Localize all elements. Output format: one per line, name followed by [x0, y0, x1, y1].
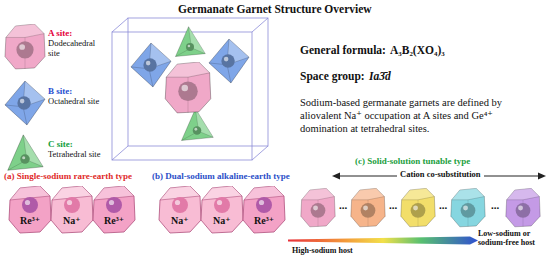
polyhedron: [506, 188, 540, 226]
polyhedron-face: [9, 186, 51, 233]
unit-cell: [112, 18, 268, 160]
sphere-highlight: [217, 200, 222, 205]
polyhedron-face: [159, 186, 201, 233]
arrow-head: [332, 173, 340, 180]
cation-polyhedron: Re³⁺: [92, 186, 136, 234]
title: Germanate Garnet Structure Overview: [178, 3, 372, 16]
space-group-label: Space group:: [300, 70, 365, 83]
ion-label: Re³⁺: [102, 215, 126, 226]
polyhedron-outline: [158, 186, 202, 234]
ellipsis: ...: [389, 199, 397, 212]
octahedron: [209, 39, 249, 83]
polyhedron: [301, 188, 335, 226]
tetrahedron-icon: [8, 135, 43, 170]
cation-sphere: [172, 197, 188, 213]
formula: A₃B₂(XO₄)₃: [390, 44, 445, 57]
polyhedron-face: [243, 186, 285, 233]
ellipsis: ...: [339, 199, 347, 212]
polyhedron: [401, 188, 435, 226]
polyhedron-outline: [8, 186, 52, 234]
site-name: Dodecahedral site: [48, 39, 104, 59]
cell-edge: [112, 18, 128, 32]
dodecahedron: [165, 62, 211, 113]
polyhedron-face: [51, 186, 93, 233]
site-label: A site:: [48, 28, 72, 38]
panel-heading: (b) Dual-sodium alkaline-earth type: [152, 171, 290, 181]
tetrahedron: [175, 27, 205, 57]
octahedron-icon: [5, 81, 45, 125]
space-group: Ia3̄d: [369, 70, 391, 83]
arrow-label: Cation co-substitution: [397, 170, 484, 180]
sphere-highlight: [175, 200, 180, 205]
formula-label: General formula:: [300, 44, 386, 57]
ion-label: Na⁺: [61, 215, 83, 226]
scale-label: Low-sodium or sodium-free host: [478, 229, 546, 247]
arrow-head: [538, 173, 546, 180]
cation-sphere: [256, 197, 272, 213]
ion-label: Re³⁺: [252, 215, 276, 226]
cell-edge: [112, 146, 128, 160]
cation-polyhedron: Na⁺: [200, 186, 244, 234]
polyhedron-outline: [92, 186, 136, 234]
dodecahedron-icon: [5, 24, 45, 69]
site-label: C site:: [48, 139, 73, 149]
polyhedron-outline: [242, 186, 286, 234]
cell-edge: [252, 146, 268, 160]
panel-heading: (c) Solid-solution tunable type: [355, 156, 470, 166]
polyhedron-outline: [200, 186, 244, 234]
site-name: Octahedral site: [48, 97, 104, 107]
ion-label: Na⁺: [169, 215, 191, 226]
panel-heading: (a) Single-sodium rare-earth type: [4, 171, 132, 181]
tetrahedron: [182, 109, 214, 141]
ion-label: Na⁺: [211, 215, 233, 226]
cation-sphere: [106, 197, 122, 213]
description: Sodium-based germanate garnets are defin…: [300, 96, 542, 135]
polyhedron: [351, 188, 385, 226]
sphere-highlight: [259, 200, 264, 205]
polyhedron-face: [201, 186, 243, 233]
octahedron: [131, 43, 171, 87]
polyhedron-face: [93, 186, 135, 233]
ellipsis: ...: [491, 199, 499, 212]
cation-polyhedron: Re³⁺: [242, 186, 286, 234]
cell-back: [128, 18, 268, 146]
scale-label: High-sodium host: [292, 246, 353, 255]
ion-label: Re³⁺: [18, 215, 42, 226]
cation-polyhedron: Na⁺: [158, 186, 202, 234]
site-name: Tetrahedral site: [48, 150, 104, 160]
polyhedron: [451, 188, 485, 226]
sphere-highlight: [109, 200, 114, 205]
cation-sphere: [214, 197, 230, 213]
cation-polyhedron: Na⁺: [50, 186, 94, 234]
cation-sphere: [64, 197, 80, 213]
cation-sphere: [22, 197, 38, 213]
polyhedron-outline: [50, 186, 94, 234]
sphere-highlight: [25, 200, 30, 205]
site-label: B site:: [48, 86, 72, 96]
gradient-arrow: [288, 237, 478, 245]
sphere-highlight: [67, 200, 72, 205]
cell-edge: [252, 18, 268, 32]
ellipsis: ...: [439, 199, 447, 212]
cation-polyhedron: Re³⁺: [8, 186, 52, 234]
